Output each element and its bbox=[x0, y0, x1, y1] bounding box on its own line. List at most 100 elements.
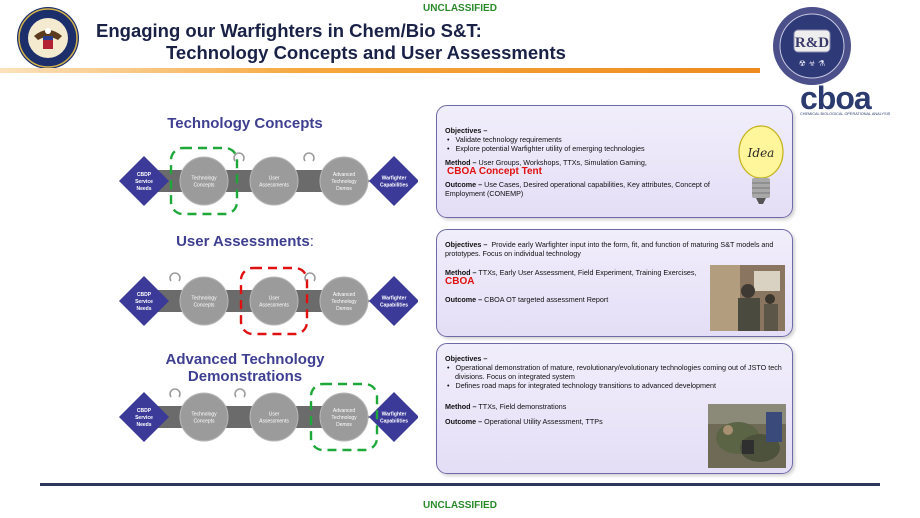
outcome-text: CBOA OT targeted assessment Report bbox=[484, 295, 609, 304]
field-photo bbox=[710, 265, 785, 331]
highlight-box bbox=[309, 382, 379, 452]
circle-step1-label: Concepts bbox=[193, 303, 215, 309]
objectives-label: Objectives – bbox=[445, 126, 488, 135]
diamond-warfighter-capabilities-label: Capabilities bbox=[380, 419, 408, 425]
cboa-subtitle: CHEMICAL BIOLOGICAL OPERATIONAL ANALYSIS bbox=[800, 112, 891, 116]
circle-step2-label: User bbox=[269, 296, 280, 302]
cycle-icon bbox=[169, 272, 181, 282]
diamond-cbdp-needs-label: Service bbox=[135, 299, 153, 305]
title-line-1: Engaging our Warfighters in Chem/Bio S&T… bbox=[96, 20, 482, 41]
diamond-cbdp-needs bbox=[119, 276, 169, 326]
circle-step1-label: Technology bbox=[191, 176, 217, 182]
circle-step1 bbox=[179, 392, 229, 442]
panel-atd: Objectives – • Operational demonstration… bbox=[436, 343, 793, 474]
cycle-icon bbox=[304, 272, 316, 282]
diamond-warfighter-capabilities-label: Warfighter bbox=[382, 176, 407, 182]
cboa-wordmark: cboa bbox=[800, 80, 872, 116]
diamond-cbdp-needs-label: Needs bbox=[136, 186, 151, 192]
circle-step3 bbox=[319, 156, 369, 206]
lightbulb-label: Idea bbox=[747, 146, 775, 160]
objectives-text: Provide early Warfighter input into the … bbox=[445, 240, 774, 258]
circle-step3-label: Demos bbox=[336, 186, 352, 192]
diamond-cbdp-needs-label: Needs bbox=[136, 422, 151, 428]
highlight-box bbox=[239, 266, 309, 336]
diamond-cbdp-needs bbox=[119, 156, 169, 206]
classification-top: UNCLASSIFIED bbox=[423, 3, 497, 14]
circle-step2-label: Assessments bbox=[259, 303, 289, 309]
objective-bullet: • Validate technology requirements bbox=[447, 135, 562, 144]
method-emphasis: CBOA Concept Tent bbox=[447, 166, 542, 177]
circle-step3-label: Technology bbox=[331, 415, 357, 421]
panel-user-assessments: Objectives – Provide early Warfighter in… bbox=[436, 229, 793, 337]
circle-step3 bbox=[319, 276, 369, 326]
circle-step3-label: Technology bbox=[331, 179, 357, 185]
diamond-warfighter-capabilities-label: Capabilities bbox=[380, 303, 408, 309]
diamond-warfighter-capabilities bbox=[369, 156, 419, 206]
objective-bullet: • Explore potential Warfighter utility o… bbox=[447, 144, 645, 153]
circle-step3-label: Advanced bbox=[333, 172, 355, 178]
circle-step2-label: Assessments bbox=[259, 183, 289, 189]
rnd-logo-text: R&D bbox=[795, 35, 829, 51]
circle-step3 bbox=[319, 392, 369, 442]
diamond-warfighter-capabilities bbox=[369, 392, 419, 442]
heading-user-assessments: User Assessments: bbox=[176, 233, 314, 250]
diamond-cbdp-needs-label: CBDP bbox=[137, 172, 152, 178]
circle-step2 bbox=[249, 156, 299, 206]
footer-divider bbox=[40, 483, 880, 486]
field-photo bbox=[708, 404, 786, 468]
heading-technology-concepts: Technology Concepts bbox=[167, 115, 323, 132]
objective-bullet: • Operational demonstration of mature, r… bbox=[447, 363, 782, 381]
circle-step1-label: Concepts bbox=[193, 183, 215, 189]
circle-step2-label: User bbox=[269, 176, 280, 182]
circle-step1 bbox=[179, 276, 229, 326]
circle-step2-label: User bbox=[269, 412, 280, 418]
diamond-cbdp-needs-label: Service bbox=[135, 415, 153, 421]
cycle-icon bbox=[233, 152, 245, 162]
diamond-cbdp-needs-label: Needs bbox=[136, 306, 151, 312]
svg-text:☢ ☣ ⚗: ☢ ☣ ⚗ bbox=[799, 59, 826, 68]
circle-step1-label: Technology bbox=[191, 296, 217, 302]
classification-bottom: UNCLASSIFIED bbox=[423, 500, 497, 511]
circle-step3-label: Advanced bbox=[333, 292, 355, 298]
title-underline bbox=[0, 68, 760, 73]
diamond-cbdp-needs-label: CBDP bbox=[137, 292, 152, 298]
circle-step3-label: Technology bbox=[331, 299, 357, 305]
circle-step1 bbox=[179, 156, 229, 206]
heading-atd: Advanced Technology Demonstrations bbox=[165, 351, 325, 385]
method-emphasis: CBOA bbox=[445, 276, 475, 287]
panel-technology-concepts: Objectives – • Validate technology requi… bbox=[436, 105, 793, 218]
circle-step2-label: Assessments bbox=[259, 419, 289, 425]
diamond-cbdp-needs bbox=[119, 392, 169, 442]
circle-step3-label: Demos bbox=[336, 306, 352, 312]
title-line-2: Technology Concepts and User Assessments bbox=[166, 42, 566, 63]
cycle-icon bbox=[303, 152, 315, 162]
outcome-text: Use Cases, Desired operational capabilit… bbox=[445, 180, 710, 198]
circle-step2 bbox=[249, 392, 299, 442]
cycle-icon bbox=[234, 388, 246, 398]
cboa-brand: cboa CHEMICAL BIOLOGICAL OPERATIONAL ANA… bbox=[800, 80, 915, 116]
diamond-warfighter-capabilities-label: Warfighter bbox=[382, 296, 407, 302]
method-text: TTXs, Field demonstrations bbox=[478, 402, 567, 411]
method-text: User Groups, Workshops, TTXs, Simulation… bbox=[478, 158, 647, 167]
method-text: TTXs, Early User Assessment, Field Exper… bbox=[478, 268, 697, 277]
diamond-warfighter-capabilities-label: Capabilities bbox=[380, 183, 408, 189]
lightbulb-icon: Idea bbox=[737, 124, 785, 212]
diamond-warfighter-capabilities-label: Warfighter bbox=[382, 412, 407, 418]
diamond-cbdp-needs-label: CBDP bbox=[137, 408, 152, 414]
highlight-box bbox=[169, 146, 239, 216]
circle-step1-label: Technology bbox=[191, 412, 217, 418]
diamond-warfighter-capabilities bbox=[369, 276, 419, 326]
cycle-icon bbox=[169, 388, 181, 398]
circle-step2 bbox=[249, 276, 299, 326]
diamond-cbdp-needs-label: Service bbox=[135, 179, 153, 185]
objective-bullet: • Defines road maps for integrated techn… bbox=[447, 381, 717, 390]
outcome-text: Operational Utility Assessment, TTPs bbox=[484, 417, 603, 426]
circle-step1-label: Concepts bbox=[193, 419, 215, 425]
circle-step3-label: Advanced bbox=[333, 408, 355, 414]
rnd-seal-logo: R&D ☢ ☣ ⚗ bbox=[772, 6, 852, 86]
circle-step3-label: Demos bbox=[336, 422, 352, 428]
dtra-seal-logo bbox=[16, 6, 80, 70]
